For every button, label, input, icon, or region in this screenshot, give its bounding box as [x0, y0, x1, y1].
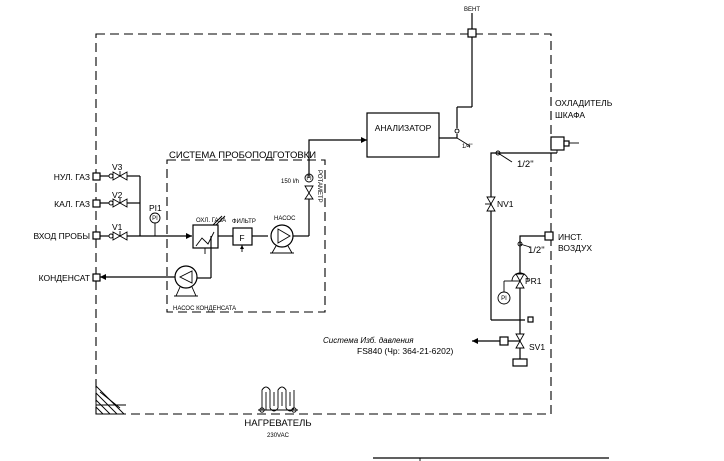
heater-voltage-label: 230VAC: [267, 433, 290, 439]
heater-label: НАГРЕВАТЕЛЬ: [244, 418, 311, 429]
half-inch-top-label: 1/2": [517, 159, 534, 170]
pr1-gauge: [497, 291, 511, 305]
analyzer-label: АНАЛИЗАТОР: [375, 123, 432, 133]
pr1-label: PR1: [525, 276, 542, 286]
sampling-system-outline: [166, 159, 326, 313]
cabinet-cooler-label-2: ШКАФА: [555, 110, 585, 120]
condensate-pump-label: НАСОС КОНДЕНСАТА: [173, 306, 236, 312]
instrument-air-label-1: ИНСТ.: [558, 232, 583, 242]
pr1-regulator: [515, 273, 525, 282]
rotameter-valve: [304, 185, 314, 194]
flow-gauge: [304, 173, 314, 183]
instrument-air-port: [544, 231, 554, 241]
cal-gas-label: КАЛ. ГАЗ: [54, 199, 90, 209]
vent-label: ВЕНТ: [464, 7, 480, 13]
nv1-valve: [486, 196, 496, 205]
v1-label: V1: [112, 222, 123, 232]
pi1-gauge: [149, 212, 161, 224]
flow-label: 150 l/h: [281, 179, 299, 185]
gas-cooler-label: ОХЛ. ГАЗА: [196, 218, 226, 224]
pi1-label: PI1: [149, 203, 162, 213]
quarter-inch-label: 1/4": [462, 144, 472, 150]
svg-text:F: F: [239, 233, 244, 243]
cabinet-cooler-box: [550, 136, 565, 151]
sv1-label: SV1: [529, 342, 545, 352]
condensate-port: [92, 273, 101, 282]
vent-port: [467, 28, 477, 38]
purge-system-label: Система Изб. давления: [323, 336, 414, 345]
svg-text:PI: PI: [501, 296, 507, 302]
cal-gas-port: [92, 199, 101, 208]
half-inch-air-label: 1/2": [528, 245, 545, 256]
zero-gas-label: НУЛ. ГАЗ: [54, 172, 90, 182]
sampling-system-label: СИСТЕМА ПРОБОПОДГОТОВКИ: [169, 150, 316, 161]
sv1-valve: [515, 333, 525, 342]
filter-label: ФИЛЬТР: [232, 219, 256, 225]
probe-inlet-label: ВХОД ПРОБЫ: [33, 231, 90, 241]
nv1-label: NV1: [497, 199, 514, 209]
rotameter-label: РОТАМЕТР: [316, 170, 322, 203]
enclosure-outline: [95, 33, 552, 415]
pump-label: НАСОС: [274, 216, 296, 222]
analyzer-box: [366, 112, 440, 158]
probe-inlet-port: [92, 231, 101, 240]
svg-text:FI: FI: [306, 176, 312, 182]
condensate-pump: [174, 265, 198, 289]
v2-label: V2: [112, 190, 123, 200]
v3-label: V3: [112, 162, 123, 172]
svg-text:PI: PI: [152, 216, 158, 222]
purge-model-label: FS840 (Чр: 364-21-6202): [357, 346, 454, 356]
heater-element: [258, 386, 298, 413]
enclosure-hatch: [95, 384, 126, 415]
zero-gas-port: [92, 172, 101, 181]
condensate-label: КОНДЕНСАТ: [39, 273, 90, 283]
purge-port: [499, 336, 509, 346]
instrument-air-label-2: ВОЗДУХ: [558, 243, 592, 253]
cabinet-cooler-label-1: ОХЛАДИТЕЛЬ: [555, 98, 613, 108]
